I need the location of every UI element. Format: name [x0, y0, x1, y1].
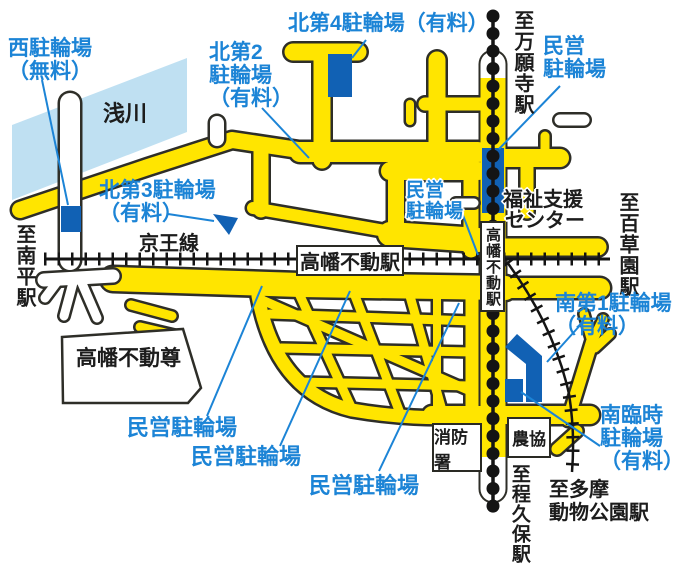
south1-parking-area	[505, 334, 542, 402]
south-rinji-parking-label-line1: 南臨時	[600, 404, 663, 427]
leader-lines	[41, 39, 601, 472]
minei-sw2-parking-label: 民営駐輪場	[191, 444, 302, 469]
south1-parking-label: 南第1駐輪場 （有料）	[555, 292, 672, 338]
tama-dobutsukoen-label-line2: 動物公園駅	[549, 502, 649, 524]
monorail-station-box: 高幡不動駅	[480, 221, 505, 312]
asakawa-river	[12, 58, 187, 200]
leader-north2	[261, 107, 310, 159]
asakawa-label: 浅川	[103, 101, 148, 126]
west-parking-label: 西駐輪場 （無料）	[8, 37, 92, 83]
north2-parking-label: 北第2 駐輪場 （有料）	[209, 41, 293, 110]
leader-north3	[167, 213, 215, 222]
north3-parking-area	[213, 214, 238, 235]
leader-west	[41, 79, 69, 206]
minei-ne-parking-label: 民営 駐輪場	[543, 35, 606, 81]
south-rinji-parking-label-line3: （有料）	[600, 450, 684, 474]
leader-minei-c	[460, 209, 479, 256]
keio-line-label: 京王線	[139, 233, 199, 255]
minei-ne-parking-label-line1: 民営	[543, 35, 585, 58]
leader-minei-s	[378, 302, 460, 472]
minei-center-parking-label-line2: 駐輪場	[406, 200, 464, 222]
north2-parking-label-line2: 駐輪場	[209, 64, 272, 88]
south1-parking-label-line1: 南第1駐輪場	[555, 292, 672, 315]
south-rinji-parking-label: 南臨時 駐輪場 （有料）	[600, 404, 684, 473]
leader-minei-sw1	[206, 285, 263, 417]
north2-parking-label-line1: 北第2	[209, 41, 263, 64]
south1-parking-label-line2: （有料）	[555, 315, 639, 339]
minei-ne-parking-label-line2: 駐輪場	[543, 58, 606, 82]
north2-parking-label-line3: （有料）	[209, 87, 293, 111]
leader-minei-sw2	[279, 290, 351, 447]
west-parking-label-line1: 西駐輪場	[8, 37, 92, 60]
leader-south1	[546, 321, 584, 363]
minei-center-parking-label-line1: 民営	[406, 180, 445, 201]
north3-parking-label-line2: （有料）	[99, 202, 183, 226]
temple-label: 高幡不動尊	[76, 347, 181, 370]
parking-areas	[61, 54, 542, 402]
minei-s-parking-label: 民営駐輪場	[309, 473, 420, 498]
nokyo-box: 農協	[507, 417, 551, 458]
minei-center-parking-label: 民営 駐輪場	[406, 180, 464, 223]
west-parking-label-line2: （無料）	[8, 60, 92, 84]
dobutsuen-line	[501, 258, 580, 473]
keio-station-box: 高幡不動駅	[296, 245, 404, 276]
fire-station-box: 消防署	[432, 423, 482, 472]
temple-area	[60, 327, 203, 405]
north4-parking-area	[328, 54, 352, 97]
south-rinji-parking-label-line2: 駐輪場	[600, 427, 663, 451]
minei-sw1-parking-label: 民営駐輪場	[127, 415, 238, 440]
manganji-label: 至万願寺駅	[511, 10, 533, 115]
white-roads	[37, 93, 590, 323]
south-rinji-parking-area	[505, 379, 523, 402]
fukushi-center-label-line2: センター	[505, 210, 585, 232]
north4-parking-label: 北第4駐輪場（有料）	[288, 12, 489, 35]
north3-parking-label-line1: 北第3駐輪場	[99, 179, 216, 202]
leader-north4	[351, 39, 367, 59]
leader-minei-ne	[498, 85, 561, 150]
leader-south-rinji	[520, 391, 601, 447]
tama-dobutsukoen-label-line1: 至多摩	[549, 479, 609, 501]
west-parking-area	[61, 206, 81, 232]
mogusaen-label: 至百草園駅	[616, 192, 638, 297]
fukushi-center-label-line1: 福祉支援	[503, 189, 583, 211]
minamidaira-label: 至南平駅	[13, 224, 35, 308]
hodokubo-label: 至程久保駅	[508, 464, 530, 564]
north3-parking-label: 北第3駐輪場 （有料）	[99, 179, 216, 225]
